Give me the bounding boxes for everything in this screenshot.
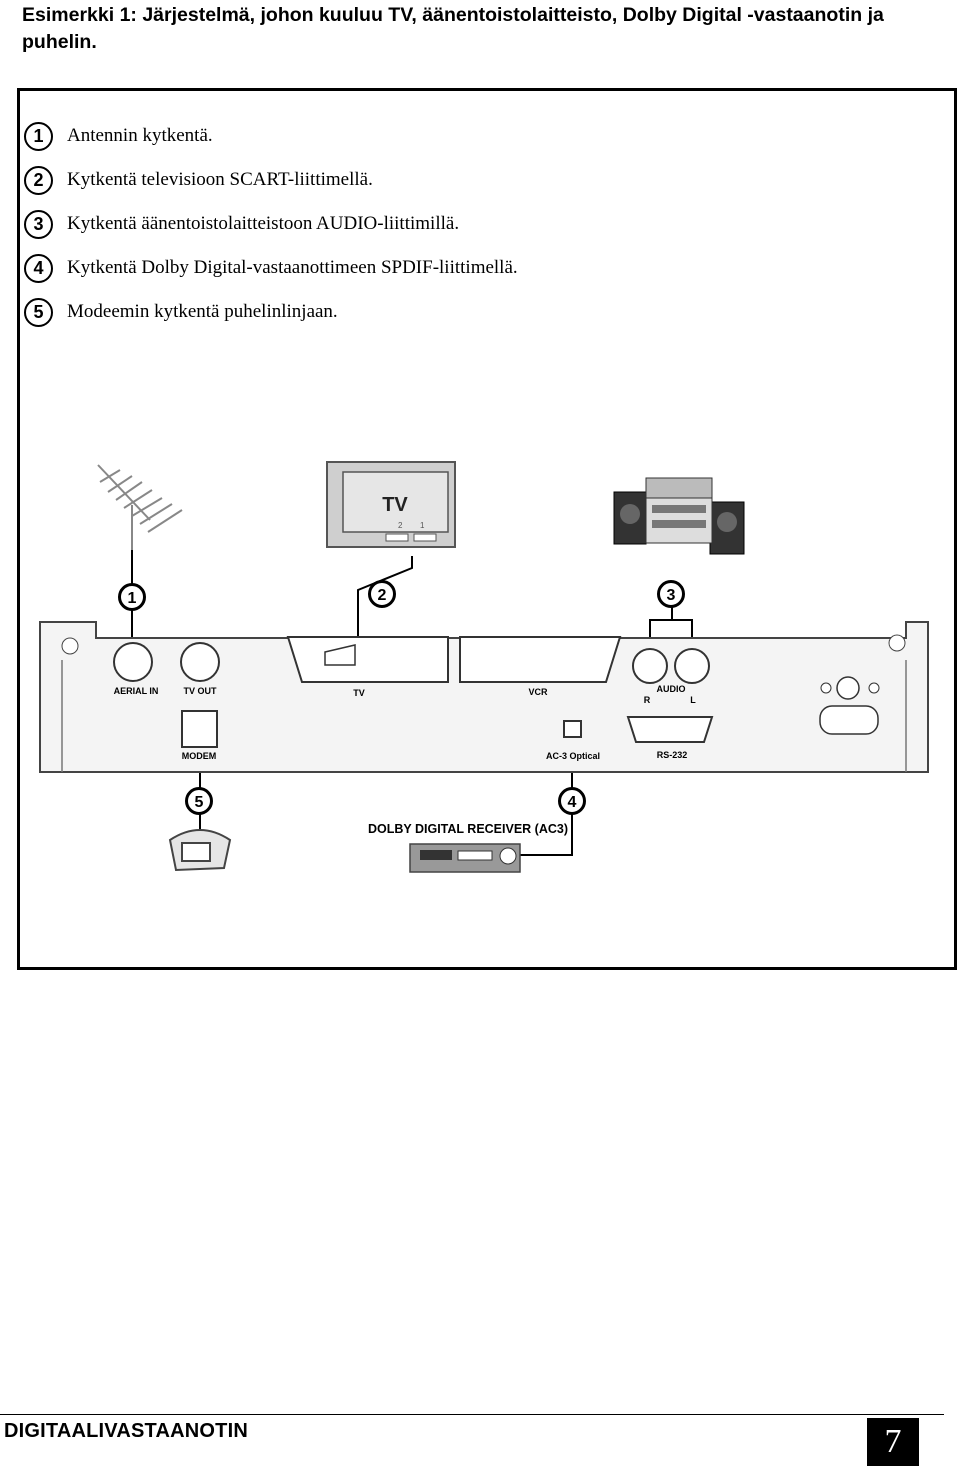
diagram-frame [17,88,957,970]
scart-tv-socket [286,636,449,683]
tv-input-2-label: 2 [398,521,403,530]
legend-item: 4 Kytkentä Dolby Digital-vastaanottimeen… [24,246,518,290]
legend-text: Antennin kytkentä. [67,125,213,146]
page-number: 7 [867,1418,919,1466]
callout-number: 4 [568,794,577,811]
aerial-in-label: AERIAL IN [114,686,159,696]
scart-tv-label: TV [353,688,365,698]
callout-number: 1 [128,590,137,607]
power-socket [819,705,879,735]
legend-number: 5 [24,297,53,327]
connection-legend: 1 Antennin kytkentä. 2 Kytkentä televisi… [24,114,518,334]
callout-circle [657,580,685,608]
telephone-icon [168,829,232,872]
legend-text: Kytkentä äänentoistolaitteistoon AUDIO-l… [67,213,460,234]
legend-text: Kytkentä televisioon SCART-liittimellä. [67,169,373,190]
dolby-receiver-icon [409,843,521,873]
legend-text: Kytkentä Dolby Digital-vastaanottimeen S… [67,257,518,278]
scart-vcr-label: VCR [528,687,548,697]
callout-circle [185,787,213,815]
callout-number: 2 [378,587,387,604]
callout-number: 3 [667,587,676,604]
stereo-system-icon [613,477,745,555]
rs232-socket [626,716,714,743]
audio-r-jack [632,648,668,684]
optical-socket [563,720,582,738]
legend-item: 3 Kytkentä äänentoistolaitteistoon AUDIO… [24,202,518,246]
antenna-icon [97,464,183,560]
tv-input-1-label: 1 [420,521,425,530]
callout-circle [368,580,396,608]
legend-number: 3 [24,209,53,239]
modem-socket [181,710,218,748]
tv-label: TV [382,494,408,516]
optical-label: AC-3 Optical [546,751,600,761]
legend-text: Modeemin kytkentä puhelinlinjaan. [67,301,338,322]
rs232-label: RS-232 [657,750,688,760]
scart-plug-icon [324,644,356,666]
legend-item: 5 Modeemin kytkentä puhelinlinjaan. [24,290,518,334]
legend-number: 4 [24,253,53,283]
callout-circle [558,787,586,815]
scart-vcr-socket [459,636,622,683]
tv-set-icon: TV 2 1 [326,461,456,548]
audio-label: AUDIO [657,684,686,694]
legend-number: 1 [24,121,53,151]
legend-item: 1 Antennin kytkentä. [24,114,518,158]
page-heading: Esimerkki 1: Järjestelmä, johon kuuluu T… [22,4,884,53]
audio-l-jack [674,648,710,684]
footer-title: DIGITAALIVASTAANOTIN [4,1420,248,1442]
connection-diagram: TV 2 1 [39,461,929,873]
receiver-rear-panel: AERIAL IN TV OUT TV VCR AUDIO R L MODEM … [39,621,929,773]
legend-item: 2 Kytkentä televisioon SCART-liittimellä… [24,158,518,202]
footer-divider [0,1414,944,1415]
tv-out-jack [180,642,220,682]
tv-out-label: TV OUT [184,686,218,696]
audio-l-label: L [690,695,696,705]
receiver-label: DOLBY DIGITAL RECEIVER (AC3) [368,822,568,836]
callout-number: 5 [195,794,204,811]
aerial-in-jack [113,642,153,682]
legend-number: 2 [24,165,53,195]
callout-circle [118,583,146,611]
callout-badges: 1 2 3 4 5 [118,580,685,815]
audio-r-label: R [644,695,651,705]
modem-label: MODEM [182,751,217,761]
